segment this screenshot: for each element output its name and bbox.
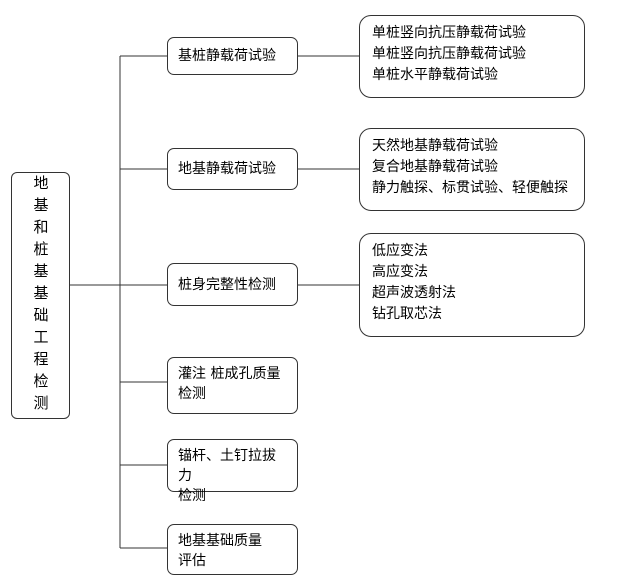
detail-item: 超声波透射法	[372, 285, 456, 301]
detail-item: 单桩水平静载荷试验	[372, 67, 498, 83]
details-static-load-foundation: 天然地基静载荷试验 复合地基静载荷试验 静力触探、标贯试验、轻便触探	[359, 128, 585, 211]
branch-label: 基桩静载荷试验	[178, 48, 276, 64]
detail-item: 天然地基静载荷试验	[372, 138, 498, 154]
details-pile-integrity: 低应变法 高应变法 超声波透射法 钻孔取芯法	[359, 233, 585, 337]
detail-item: 单桩竖向抗压静载荷试验	[372, 25, 526, 41]
branch-label: 桩身完整性检测	[178, 276, 276, 293]
root-label: 地基和桩基基础工程检测	[31, 174, 50, 417]
branch-label-line: 检测	[178, 386, 206, 402]
detail-item: 复合地基静载荷试验	[372, 159, 498, 175]
root-node: 地基和桩基基础工程检测	[11, 172, 70, 419]
detail-item: 高应变法	[372, 264, 428, 280]
details-static-load-pile: 单桩竖向抗压静载荷试验 单桩竖向抗压静载荷试验 单桩水平静载荷试验	[359, 15, 585, 98]
branch-label: 地基静载荷试验	[178, 161, 276, 177]
branch-static-load-pile: 基桩静载荷试验	[167, 37, 298, 75]
branch-label-line: 锚杆、土钉拉拔力	[178, 448, 276, 484]
detail-item: 钻孔取芯法	[372, 306, 442, 322]
branch-label-line: 评估	[178, 553, 206, 569]
detail-item: 低应变法	[372, 243, 428, 259]
detail-item: 静力触探、标贯试验、轻便触探	[372, 180, 568, 196]
branch-pile-integrity: 桩身完整性检测	[167, 263, 298, 306]
branch-foundation-quality-evaluation: 地基基础质量 评估	[167, 524, 298, 575]
branch-label-line: 检测	[178, 488, 206, 504]
branch-label-line: 地基基础质量	[178, 533, 262, 549]
branch-static-load-foundation: 地基静载荷试验	[167, 148, 298, 190]
branch-bored-pile-hole-quality: 灌注 桩成孔质量 检测	[167, 357, 298, 414]
detail-item: 单桩竖向抗压静载荷试验	[372, 46, 526, 62]
branch-label-line: 灌注 桩成孔质量	[178, 366, 281, 382]
branch-anchor-pullout: 锚杆、土钉拉拔力 检测	[167, 439, 298, 504]
